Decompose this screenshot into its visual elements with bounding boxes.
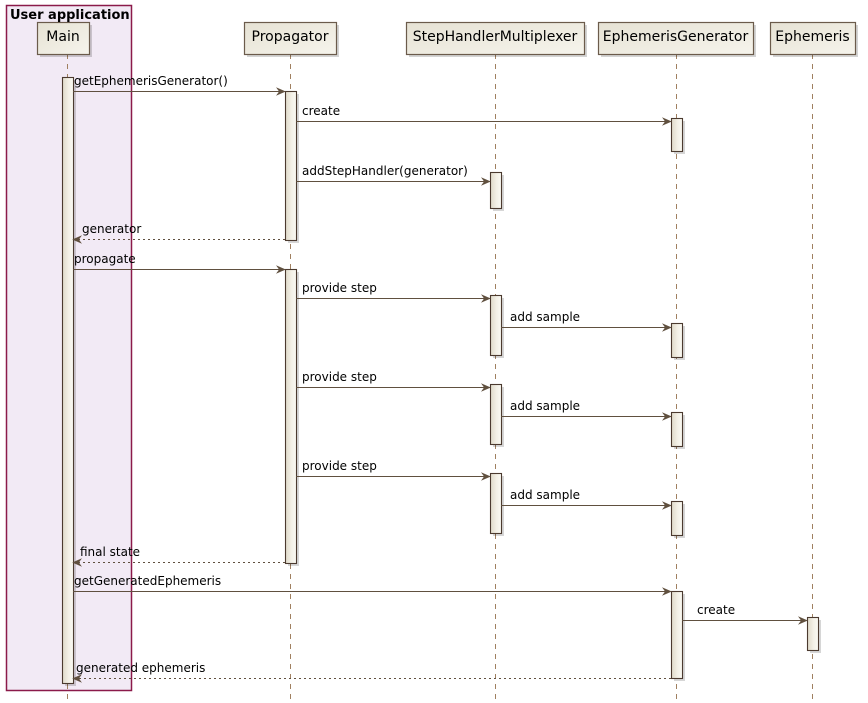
message-arrows-layer bbox=[72, 87, 808, 683]
message-label-9: provide step bbox=[302, 459, 377, 473]
participant-box-main[interactable] bbox=[36, 21, 91, 56]
message-label-10: add sample bbox=[510, 488, 581, 502]
activation-bar-ephemerisgenerator-10[interactable] bbox=[670, 500, 684, 537]
participant-label-main: Main bbox=[46, 29, 80, 45]
message-label-5: provide step bbox=[302, 281, 377, 295]
participant-box-stephandlermultiplexer[interactable] bbox=[405, 21, 586, 56]
activation-bar-propagator-2[interactable] bbox=[284, 268, 298, 565]
activation-bar-stephandlermultiplexer-9[interactable] bbox=[489, 472, 503, 535]
participant-label-propagator: Propagator bbox=[251, 29, 329, 45]
message-label-8: add sample bbox=[510, 399, 581, 413]
message-label-14: generated ephemeris bbox=[76, 661, 206, 675]
group-label: User application bbox=[10, 8, 130, 23]
participant-label-ephemerisgenerator: EphemerisGenerator bbox=[602, 29, 749, 45]
message-label-7: provide step bbox=[302, 370, 377, 384]
activation-bar-ephemerisgenerator-3[interactable] bbox=[670, 117, 684, 153]
participant-label-stephandlermultiplexer: StepHandlerMultiplexer bbox=[412, 29, 578, 45]
message-label-1: create bbox=[302, 104, 341, 118]
activation-bar-ephemerisgenerator-11[interactable] bbox=[670, 590, 684, 680]
message-label-2: addStepHandler(generator) bbox=[302, 164, 468, 178]
activation-bar-stephandlermultiplexer-5[interactable] bbox=[489, 294, 503, 357]
activation-bar-main-0[interactable] bbox=[61, 76, 75, 685]
message-label-13: create bbox=[697, 603, 736, 617]
message-label-3: generator bbox=[82, 222, 142, 236]
message-label-12: getGeneratedEphemeris bbox=[74, 574, 222, 588]
participant-boxes-layer bbox=[36, 21, 858, 57]
activation-bar-ephemeris-12[interactable] bbox=[806, 616, 820, 652]
message-label-11: final state bbox=[80, 545, 141, 559]
participant-box-propagator[interactable] bbox=[243, 21, 338, 56]
activation-bar-ephemerisgenerator-8[interactable] bbox=[670, 411, 684, 448]
message-label-4: propagate bbox=[74, 252, 136, 266]
activation-bar-ephemerisgenerator-6[interactable] bbox=[670, 322, 684, 359]
activations-layer bbox=[61, 76, 821, 686]
message-label-0: getEphemerisGenerator() bbox=[74, 74, 228, 88]
participant-box-ephemeris[interactable] bbox=[769, 21, 857, 56]
participant-label-ephemeris: Ephemeris bbox=[775, 29, 850, 45]
activation-bar-propagator-1[interactable] bbox=[284, 90, 298, 242]
participant-box-ephemerisgenerator[interactable] bbox=[597, 21, 755, 56]
message-label-6: add sample bbox=[510, 310, 581, 324]
activation-bar-stephandlermultiplexer-7[interactable] bbox=[489, 383, 503, 446]
activation-bar-stephandlermultiplexer-4[interactable] bbox=[489, 171, 503, 210]
